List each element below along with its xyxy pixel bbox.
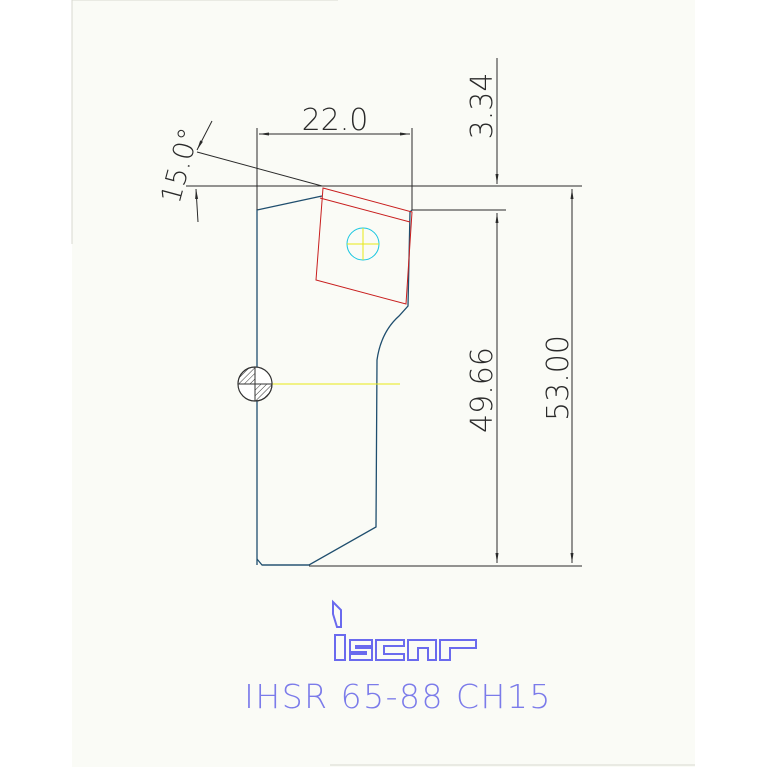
part-number: IHSR 65-88 CH15 [244,677,552,716]
insert-outline [315,187,413,305]
insert-center-mark [346,227,380,261]
reference-point-symbol [237,366,400,402]
iscar-logo [332,599,477,661]
dimension-lines [186,58,582,567]
dimension-width-top: 22.0 [302,103,369,138]
dimension-offset-top: 3.34 [465,73,500,140]
dimension-height-inner: 49.66 [465,347,500,433]
dimension-height-total: 53.00 [541,335,576,421]
